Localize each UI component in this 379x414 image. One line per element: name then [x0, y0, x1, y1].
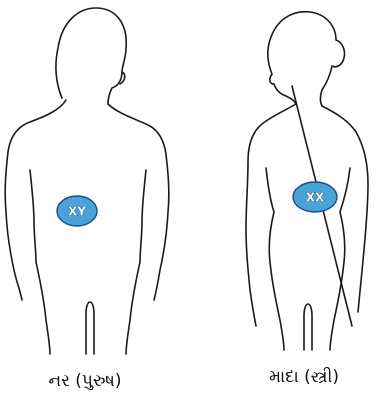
female-hip-right [330, 212, 345, 350]
female-chromosome-badge: XX [293, 182, 337, 212]
male-body-outline [5, 100, 66, 300]
male-torso-left [36, 262, 50, 354]
male-right-arm-inner [140, 170, 146, 262]
female-left-arm-outline [246, 104, 296, 326]
female-right-arm-inner [340, 168, 350, 212]
male-figure [5, 8, 169, 354]
male-chromosome-label: XY [68, 205, 86, 219]
male-head-outline [56, 8, 126, 104]
female-left-arm-inner [266, 168, 274, 212]
female-figure [246, 12, 368, 350]
male-torso-right [126, 262, 140, 354]
female-hip-left [269, 212, 284, 350]
male-leg-split [86, 302, 94, 354]
male-caption: નર (પુરુષ) [10, 371, 160, 391]
female-leg-split [304, 304, 312, 350]
male-chromosome-badge: XY [57, 196, 97, 226]
male-left-arm-inner [30, 170, 36, 262]
female-chromosome-label: XX [306, 191, 325, 205]
female-caption: માદા (સ્ત્રી) [230, 367, 378, 387]
